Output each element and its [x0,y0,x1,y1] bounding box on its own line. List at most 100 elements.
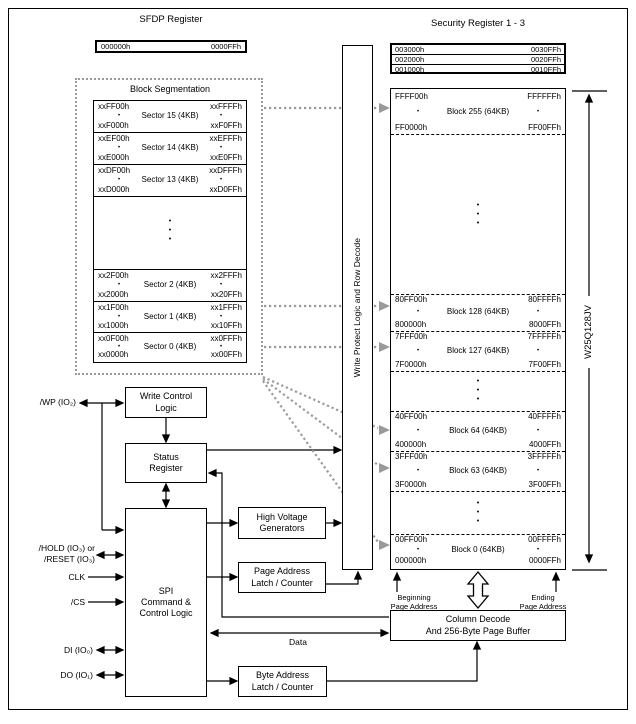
ellipsis-dot: • [536,547,540,553]
ellipsis-dot: • [219,313,223,320]
block-divider [391,134,565,135]
ellipsis-dot: • [416,347,420,354]
ellipsis-dot: • [219,343,223,350]
ellipsis-dot: • [117,145,121,151]
write-protect-row-decode-box: Write Protect Logic and Row Decode [342,45,373,570]
sector-addr: xxD000h [98,184,130,194]
data-bus-line [209,628,390,638]
ellipsis-dot: • [117,113,121,119]
sector-label: Sector 0 (4KB) [143,341,197,351]
row-divider [94,196,246,197]
ellipsis-dot: • [219,113,223,119]
ellipsis-dot: • [536,467,540,474]
ellipsis-dot: • [536,427,540,434]
sfdp-register-title: SFDP Register [139,14,203,25]
block-addr: 8000FFh [528,319,561,329]
block-addr: 80FF00h [395,295,428,304]
sector-row: xxFF00h•xxF000h Sector 15 (4KB) xxFFFFh•… [94,101,246,132]
do-signal-label: DO (IO₁) [60,670,93,680]
write-protect-row-decode-label: Write Protect Logic and Row Decode [352,237,363,378]
vertical-ellipsis: • • • [168,218,172,243]
block-addr: FF0000h [395,122,428,132]
block-addr: 3F00FFh [528,479,561,489]
block-addr: 7FFFFFh [527,332,561,341]
sector-row: xxDF00h•xxD000h Sector 13 (4KB) xxDFFFh•… [94,165,246,196]
block-label: Block 64 (64KB) [449,425,507,435]
sfdp-register-box: 000000h 0000FFh [95,40,247,53]
block-addr: FF00FFh [528,122,561,132]
ellipsis-dot: • [416,109,420,115]
write-control-logic-box: Write Control Logic [125,387,207,418]
block-segmentation-title: Block Segmentation [129,84,211,94]
ellipsis-dot: • [219,145,223,151]
sector-addr: xx0000h [98,349,129,359]
block-row: 40FF00h•400000h Block 64 (64KB) 40FFFFh•… [391,411,565,451]
wp-signal-label: /WP (IO₂) [39,397,76,407]
block-addr: 000000h [395,555,427,565]
memory-array-box: FFFF00h•FF0000h Block 255 (64KB) FFFFFFh… [390,88,566,570]
security-register-row: 003000h 0030FFh [392,45,564,54]
page-border [8,8,628,710]
data-bus-label: Data [289,637,307,647]
ellipsis-dot: • [416,309,420,315]
block-addr: 4000FFh [528,439,561,449]
sfdp-end-address: 0000FFh [210,42,241,51]
page-address-arrows [392,571,561,592]
sector-row: xx1F00h•xx1000h Sector 1 (4KB) xx1FFFh•x… [94,302,246,332]
block-label: Block 127 (64KB) [446,345,510,355]
security-register-title: Security Register 1 - 3 [431,18,525,29]
sector-row: xx2F00h•xx2000h Sector 2 (4KB) xx2FFFh•x… [94,270,246,301]
block-divider [391,491,565,492]
ellipsis-dot: • [219,282,223,288]
sector-addr: xxE0FFh [209,152,242,162]
security-row-end: 0030FFh [530,45,561,55]
block-addr: 3FFF00h [395,452,428,461]
sector-addr: xxD0FFh [209,184,242,194]
block-row: FFFF00h•FF0000h Block 255 (64KB) FFFFFFh… [391,89,565,134]
block-addr: 40FF00h [395,412,428,421]
block-addr: FFFFFFh [527,92,561,101]
ellipsis-dot: • [117,343,121,350]
block-label: Block 255 (64KB) [446,107,510,117]
part-number-text: W25Q128JV [583,305,595,359]
block-row: 80FF00h•800000h Block 128 (64KB) 80FFFFh… [391,294,565,331]
block-divider [391,331,565,332]
block-divider [391,534,565,535]
sector-addr: xx0FFFh [210,334,242,343]
ellipsis-dot: • [536,109,540,115]
status-register-box: Status Register [125,443,207,483]
beginning-page-address-label: Beginning Page Address [390,593,438,611]
sector-addr: xxEF00h [98,134,130,143]
ellipsis-dot: • [416,467,420,474]
sector-addr: xx10FFh [210,320,242,330]
block-addr: 40FFFFh [528,412,561,421]
security-row-start: 002000h [395,55,425,65]
ellipsis-dot: • [219,177,223,183]
byte-address-latch-box: Byte Address Latch / Counter [238,666,327,697]
sector-addr: xx1F00h [98,303,129,312]
block-divider [391,411,565,412]
spi-command-control-box: SPI Command & Control Logic [125,508,207,697]
sector-label: Sector 2 (4KB) [143,280,197,290]
block-row: 7FFF00h • 7F0000h Block 127 (64KB) 7FFFFFh… [391,331,565,371]
vertical-ellipsis: • • • [476,202,480,227]
block-addr: 7FFF00h [395,332,428,341]
ellipsis-dot: • [536,309,540,315]
sector-addr: xx1FFFh [210,303,242,312]
block-addr: 3FFFFFh [527,452,561,461]
cs-signal-label: /CS [70,597,85,607]
sector-addr: xxFFFFh [210,102,242,111]
di-signal-label: DI (IO₀) [63,645,93,655]
block-addr: 800000h [395,319,427,329]
clk-signal-label: CLK [68,572,85,582]
ellipsis-dot: • [416,427,420,434]
sector-addr: xx00FFh [210,349,242,359]
sector-addr: xx20FFh [210,289,242,299]
sector-addr: xx2FFFh [210,271,242,280]
row-divider [94,164,246,165]
hold-reset-signal-label: /HOLD (IO₃) or /RESET (IO₃) [38,543,95,564]
sector-addr: xxDF00h [98,166,131,175]
block-addr: 7F0000h [395,359,427,369]
